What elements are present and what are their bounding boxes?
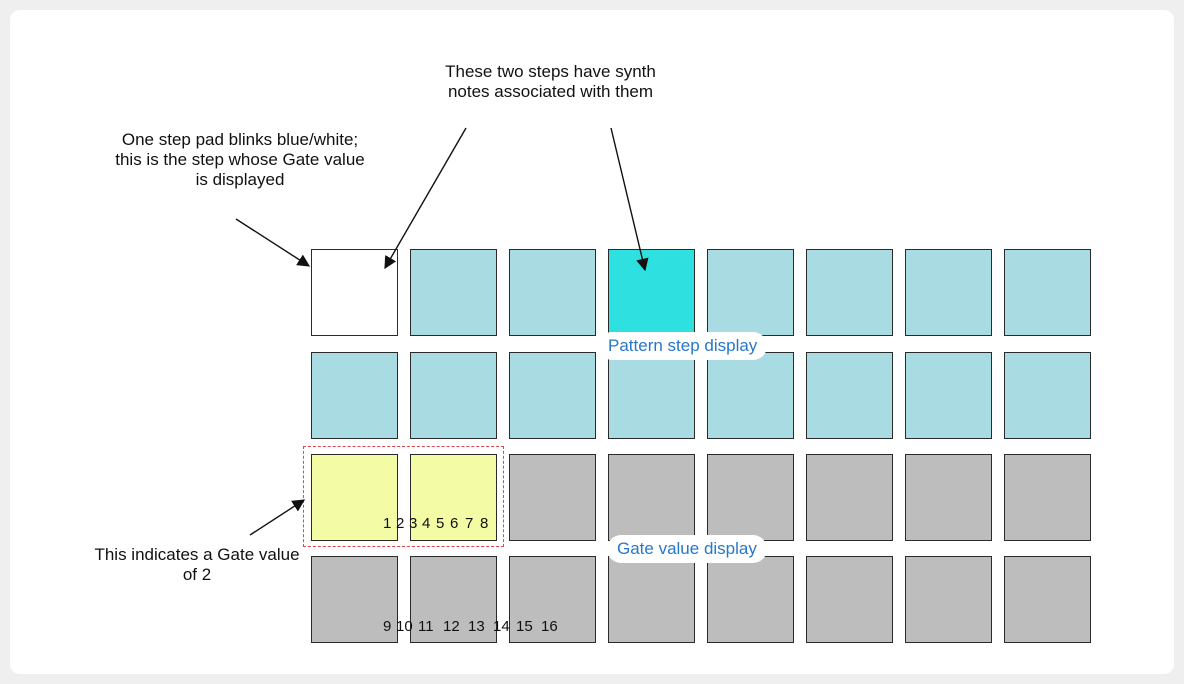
step-pad-r4-c3[interactable] (509, 556, 596, 643)
gate-step-number: 11 (418, 618, 434, 635)
step-pad-r2-c6[interactable] (806, 352, 893, 439)
step-pad-r2-c2[interactable] (410, 352, 497, 439)
gate-step-number: 12 (443, 618, 460, 635)
gate-step-number: 13 (468, 618, 485, 635)
gate-step-number: 14 (493, 618, 510, 635)
gate-step-number: 9 (383, 618, 392, 635)
step-pad-r1-c5[interactable] (707, 249, 794, 336)
gate-step-number: 2 (396, 515, 405, 532)
gate-step-number: 10 (396, 618, 413, 635)
step-pad-r2-c7[interactable] (905, 352, 992, 439)
gate-step-number: 6 (450, 515, 459, 532)
step-pad-r2-c1[interactable] (311, 352, 398, 439)
gate-step-number: 16 (541, 618, 558, 635)
synth-arrow-right (610, 127, 649, 272)
gate-step-number: 8 (480, 515, 489, 532)
step-pad-r2-c4[interactable] (608, 352, 695, 439)
gate-arrow (249, 499, 306, 536)
step-pad-r3-c4[interactable] (608, 454, 695, 541)
step-pad-r4-c2[interactable] (410, 556, 497, 643)
step-pad-r1-c4[interactable] (608, 249, 695, 336)
step-pad-r3-c1[interactable] (311, 454, 398, 541)
gate-value-display-label: Gate value display (607, 535, 767, 563)
pattern-step-display-label: Pattern step display (598, 332, 768, 360)
synth-arrow-left (384, 127, 467, 270)
step-pad-r1-c1[interactable] (311, 249, 398, 336)
step-pad-r3-c6[interactable] (806, 454, 893, 541)
step-pad-r1-c3[interactable] (509, 249, 596, 336)
step-pad-r3-c3[interactable] (509, 454, 596, 541)
synth-notes-annotation: These two steps have synth notes associa… (445, 62, 656, 101)
gate-step-number: 1 (383, 515, 392, 532)
step-pad-r1-c2[interactable] (410, 249, 497, 336)
gate-selection-box (303, 446, 504, 547)
gate-step-number: 3 (409, 515, 418, 532)
step-pad-r3-c8[interactable] (1004, 454, 1091, 541)
step-pad-r2-c8[interactable] (1004, 352, 1091, 439)
gate-value-annotation: This indicates a Gate value of 2 (94, 545, 300, 584)
step-pad-r1-c6[interactable] (806, 249, 893, 336)
gate-step-number: 4 (422, 515, 431, 532)
step-pad-r3-c7[interactable] (905, 454, 992, 541)
gate-step-number: 5 (436, 515, 445, 532)
step-pad-r4-c5[interactable] (707, 556, 794, 643)
gate-step-number: 15 (516, 618, 533, 635)
step-pad-r1-c7[interactable] (905, 249, 992, 336)
blink-arrow (235, 218, 311, 267)
step-pad-r1-c8[interactable] (1004, 249, 1091, 336)
step-pad-r4-c7[interactable] (905, 556, 992, 643)
step-pad-r2-c3[interactable] (509, 352, 596, 439)
step-pad-r4-c1[interactable] (311, 556, 398, 643)
step-pad-r3-c2[interactable] (410, 454, 497, 541)
gate-step-number: 7 (465, 515, 474, 532)
blink-annotation: One step pad blinks blue/white; this is … (115, 130, 365, 189)
step-pad-r4-c8[interactable] (1004, 556, 1091, 643)
step-pad-r4-c6[interactable] (806, 556, 893, 643)
